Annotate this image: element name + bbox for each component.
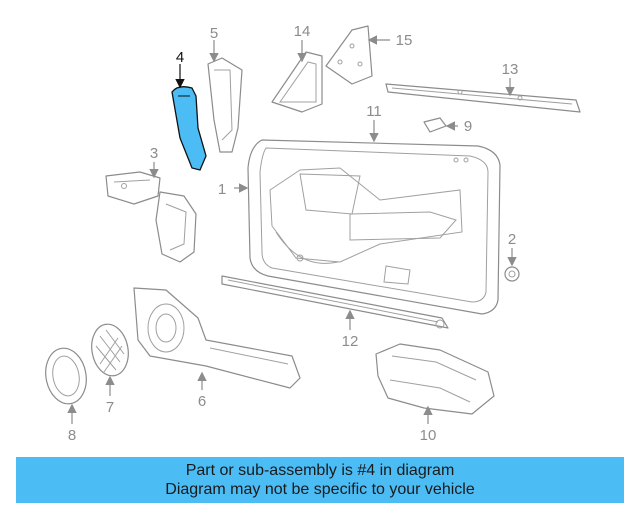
banner-part-line: Part or sub-assembly is #4 in diagram bbox=[185, 462, 455, 479]
callout-5: 5 bbox=[210, 25, 218, 42]
clip-part-2[interactable] bbox=[504, 266, 520, 282]
info-banner: Part or sub-assembly is #4 in diagram Di… bbox=[16, 457, 624, 503]
callout-9: 9 bbox=[464, 118, 472, 135]
callout-4: 4 bbox=[176, 49, 184, 66]
clip-part-9[interactable] bbox=[423, 117, 447, 133]
speaker-ring-part-8[interactable] bbox=[41, 345, 90, 407]
lower-trim-strip-part-12[interactable] bbox=[221, 275, 449, 329]
callout-6: 6 bbox=[198, 393, 206, 410]
parts-diagram: 1 2 3 4 5 6 7 8 9 10 11 12 13 14 15 bbox=[41, 23, 581, 444]
handle-cover-part-5[interactable] bbox=[207, 57, 243, 153]
callout-11: 11 bbox=[366, 103, 382, 120]
bracket-part-3[interactable] bbox=[105, 171, 197, 263]
callout-14: 14 bbox=[294, 23, 311, 40]
speaker-trim-part-6[interactable] bbox=[133, 287, 301, 389]
mirror-cover-part-14[interactable] bbox=[271, 51, 323, 113]
mirror-plate-part-15[interactable] bbox=[325, 25, 373, 85]
speaker-grille-part-7[interactable] bbox=[88, 321, 132, 378]
callout-2: 2 bbox=[508, 231, 516, 248]
window-regulator-part-10[interactable] bbox=[375, 343, 495, 415]
armrest-pull-part-4[interactable] bbox=[171, 86, 207, 171]
callout-12: 12 bbox=[342, 333, 359, 350]
callout-3: 3 bbox=[150, 145, 158, 162]
callout-15: 15 bbox=[396, 32, 413, 49]
callout-1: 1 bbox=[218, 181, 226, 198]
upper-trim-strip-part-13[interactable] bbox=[385, 83, 581, 113]
door-panel-part-11[interactable] bbox=[247, 139, 501, 315]
banner-disclaimer-line: Diagram may not be specific to your vehi… bbox=[165, 481, 475, 498]
callout-7: 7 bbox=[106, 399, 114, 416]
callout-10: 10 bbox=[420, 427, 437, 444]
callout-8: 8 bbox=[68, 427, 76, 444]
callout-13: 13 bbox=[502, 61, 519, 78]
